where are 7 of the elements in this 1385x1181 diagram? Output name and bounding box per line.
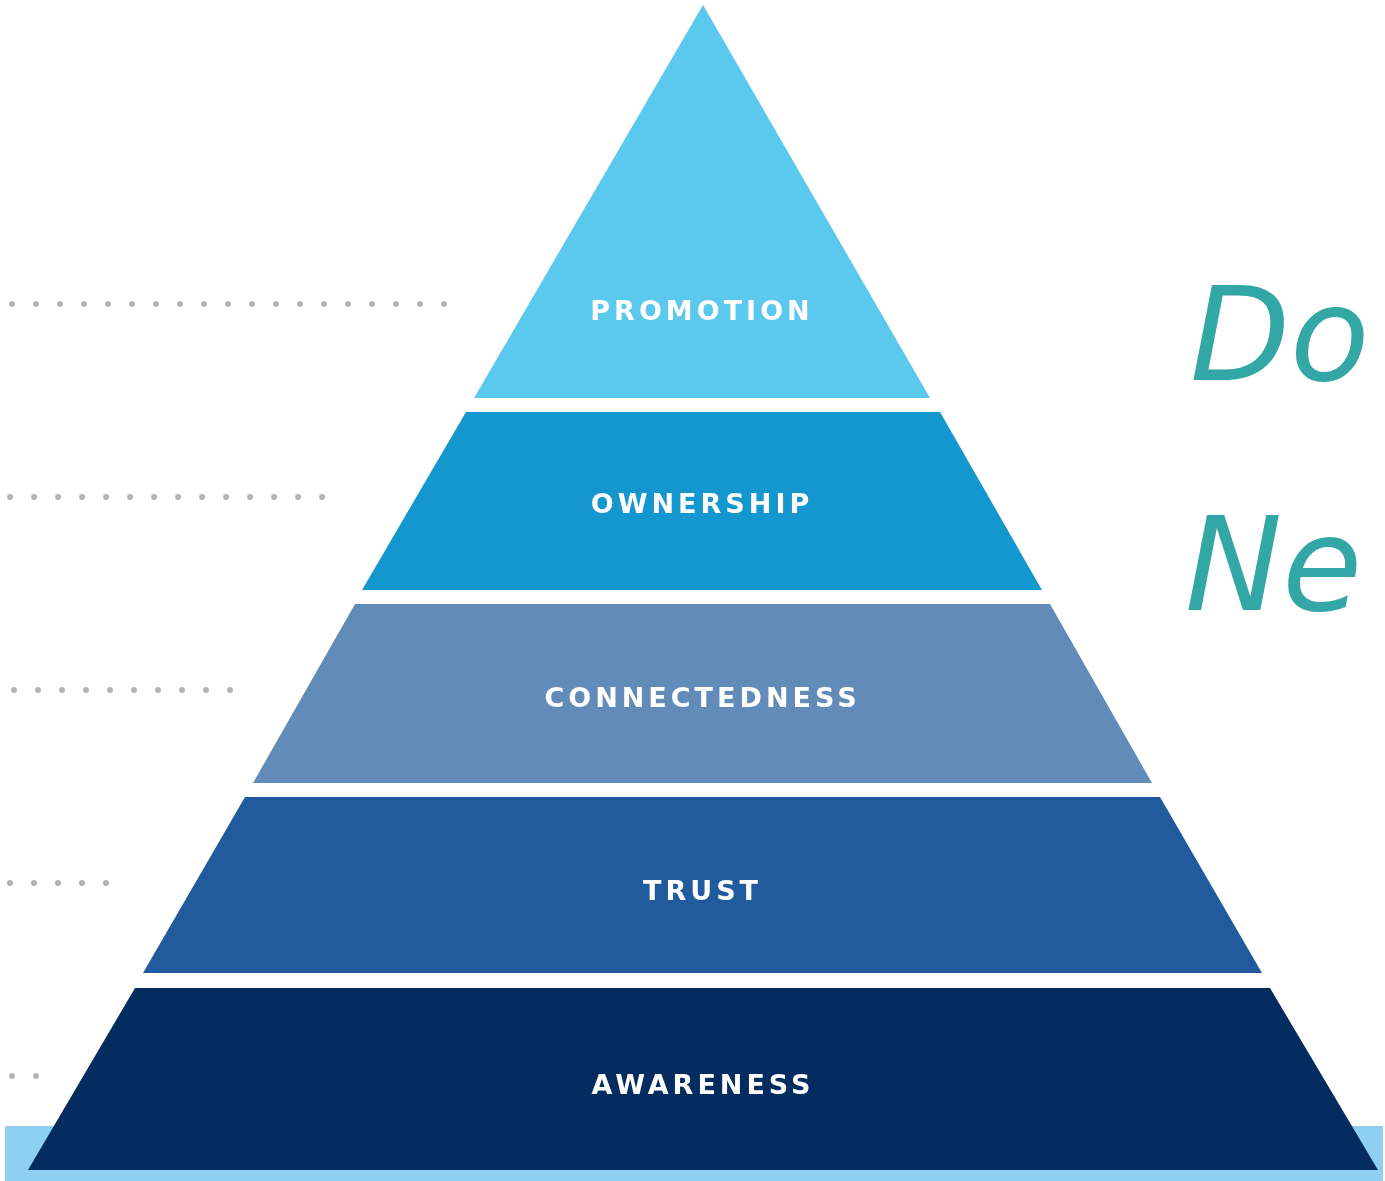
layer-label: CONNECTEDNESS: [544, 681, 861, 713]
layer-label: PROMOTION: [590, 294, 814, 326]
heading-text: Do: [1190, 270, 1370, 400]
layer-label: TRUST: [643, 874, 762, 906]
heading-text: Ne: [1185, 500, 1363, 630]
layer-label: OWNERSHIP: [590, 487, 814, 519]
layer-label: AWARENESS: [591, 1068, 815, 1100]
